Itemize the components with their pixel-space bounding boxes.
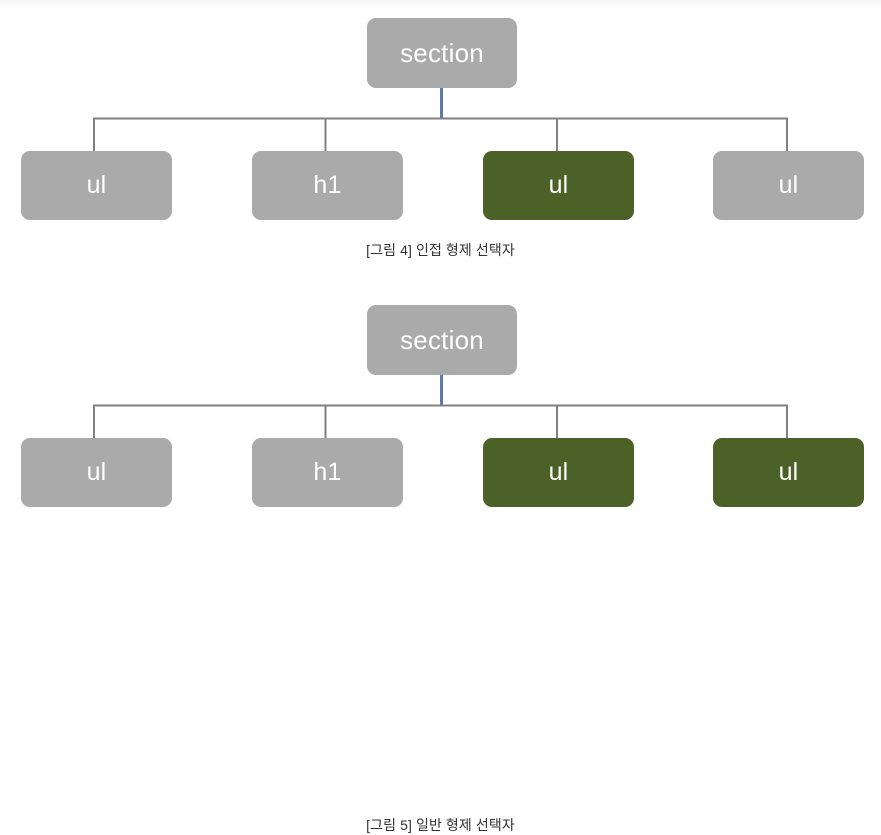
node-child-ul-2-selected[interactable]: ul (483, 438, 634, 507)
node-child-h1[interactable]: h1 (252, 151, 403, 220)
node-child-ul-1[interactable]: ul (21, 438, 172, 507)
node-child-ul-3[interactable]: ul (713, 151, 864, 220)
node-child-ul-2-selected[interactable]: ul (483, 151, 634, 220)
node-child-ul-1[interactable]: ul (21, 151, 172, 220)
node-section-root[interactable]: section (367, 18, 517, 88)
tree-diagram-adjacent: section ul h1 ul ul (0, 0, 881, 232)
tree-diagram-general: section ul h1 ul ul (0, 287, 881, 519)
figure-general-sibling: section ul h1 ul ul [그림 5] 일반 형제 선택자 (0, 287, 881, 833)
node-child-h1[interactable]: h1 (252, 438, 403, 507)
node-child-ul-3-selected[interactable]: ul (713, 438, 864, 507)
figure-caption-adjacent: [그림 4] 인접 형제 선택자 (366, 242, 515, 258)
figure-adjacent-sibling: section ul h1 ul ul [그림 4] 인접 형제 선택자 (0, 0, 881, 276)
figure-caption-general: [그림 5] 일반 형제 선택자 (366, 817, 515, 833)
node-section-root[interactable]: section (367, 305, 517, 375)
